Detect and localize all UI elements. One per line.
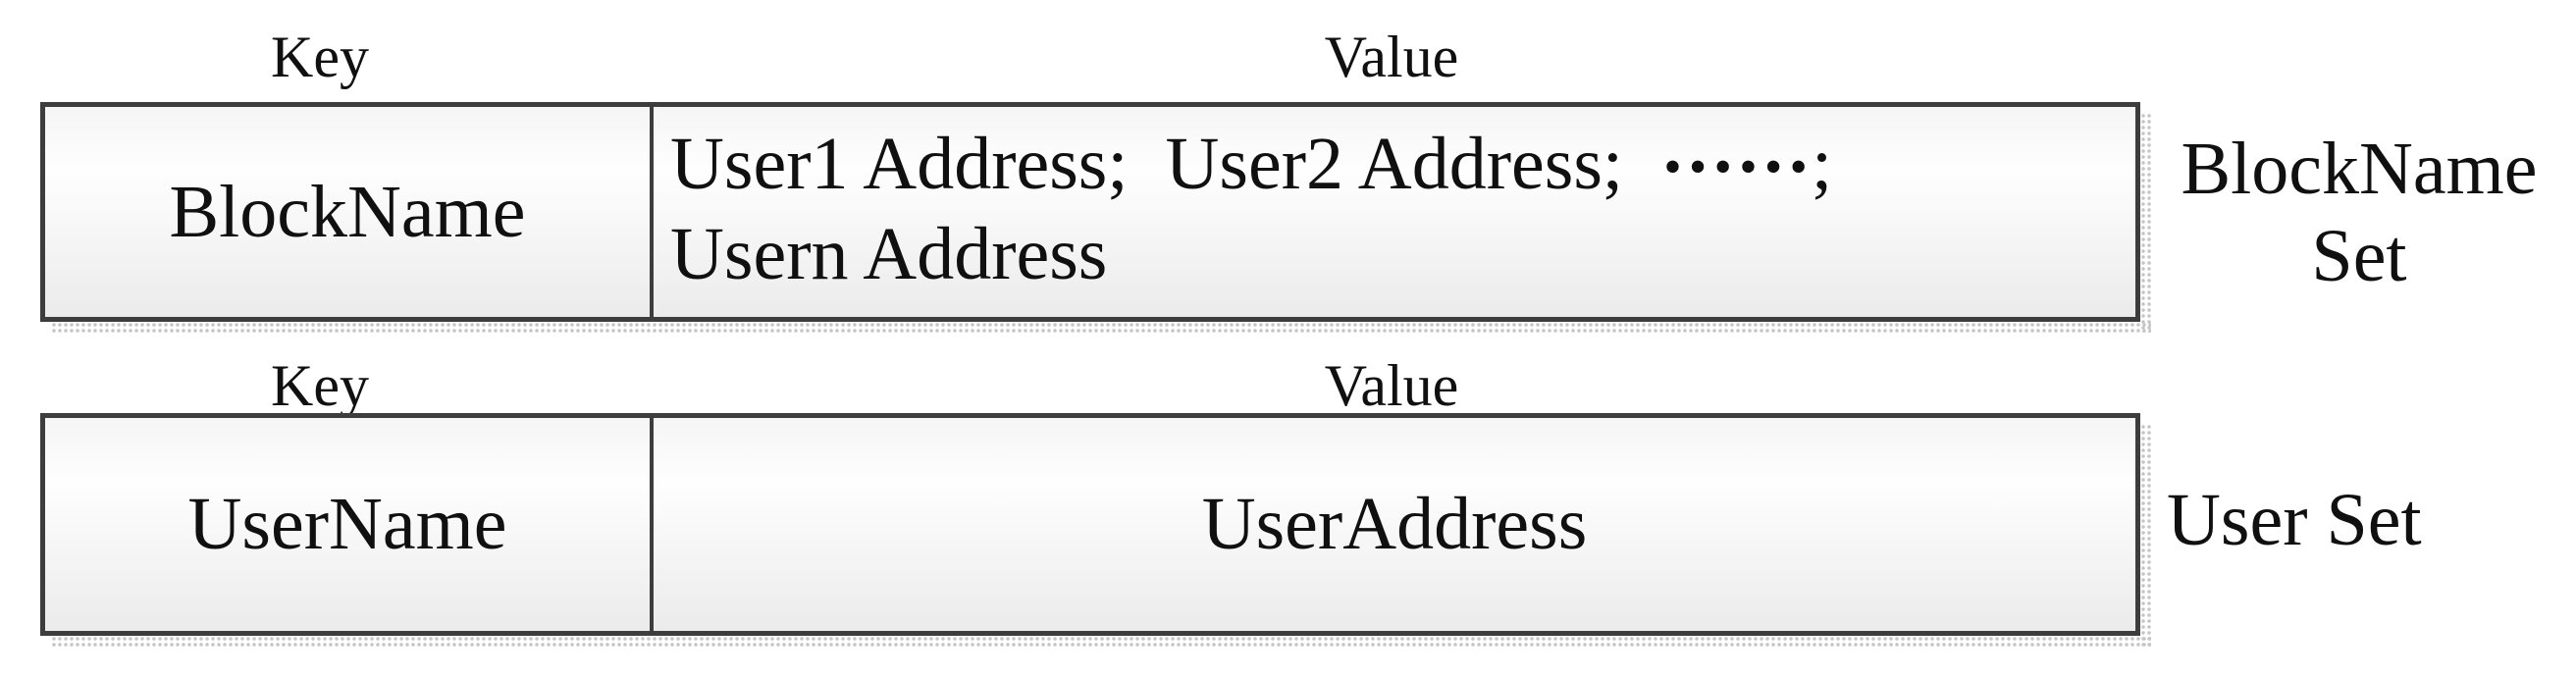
user-key-text: UserName — [187, 483, 507, 565]
user-table-shadow-bottom — [51, 636, 2151, 647]
blockname-table-key-header: Key — [271, 25, 369, 89]
blockname-table-value-header: Value — [1324, 25, 1459, 89]
user-key-cell: UserName — [45, 418, 650, 631]
blockname-key-cell: BlockName — [45, 107, 650, 317]
user-set-label: User Set — [2167, 479, 2422, 561]
blockname-value-line1-text: User1 Address; User2 Address; — [670, 123, 1661, 205]
ellipsis-dots: …… — [1660, 106, 1813, 188]
user-table-value-header: Value — [1324, 353, 1459, 418]
user-value-cell: UserAddress — [650, 418, 2135, 631]
blockname-set-label-line2: Set — [2311, 215, 2407, 297]
blockname-table-shadow-right — [2140, 113, 2151, 333]
blockname-value-line2: Usern Address — [670, 213, 1108, 295]
user-value-text: UserAddress — [1201, 483, 1588, 565]
blockname-table: BlockName User1 Address; User2 Address; … — [40, 102, 2151, 333]
user-table: UserName UserAddress — [40, 413, 2151, 647]
blockname-set-label-line1: BlockName — [2181, 128, 2538, 210]
blockname-value-line1: User1 Address; User2 Address; ……; — [670, 106, 2126, 209]
blockname-key-text: BlockName — [169, 170, 526, 253]
user-table-key-header: Key — [271, 353, 369, 418]
blockname-value-line1-semicolon: ; — [1812, 123, 1833, 205]
blockname-set-label: BlockName Set — [2181, 126, 2537, 300]
blockname-value-cell: User1 Address; User2 Address; ……; Usern … — [650, 106, 2135, 317]
blockname-table-shadow-bottom — [51, 322, 2151, 333]
user-table-shadow-right — [2140, 424, 2151, 647]
